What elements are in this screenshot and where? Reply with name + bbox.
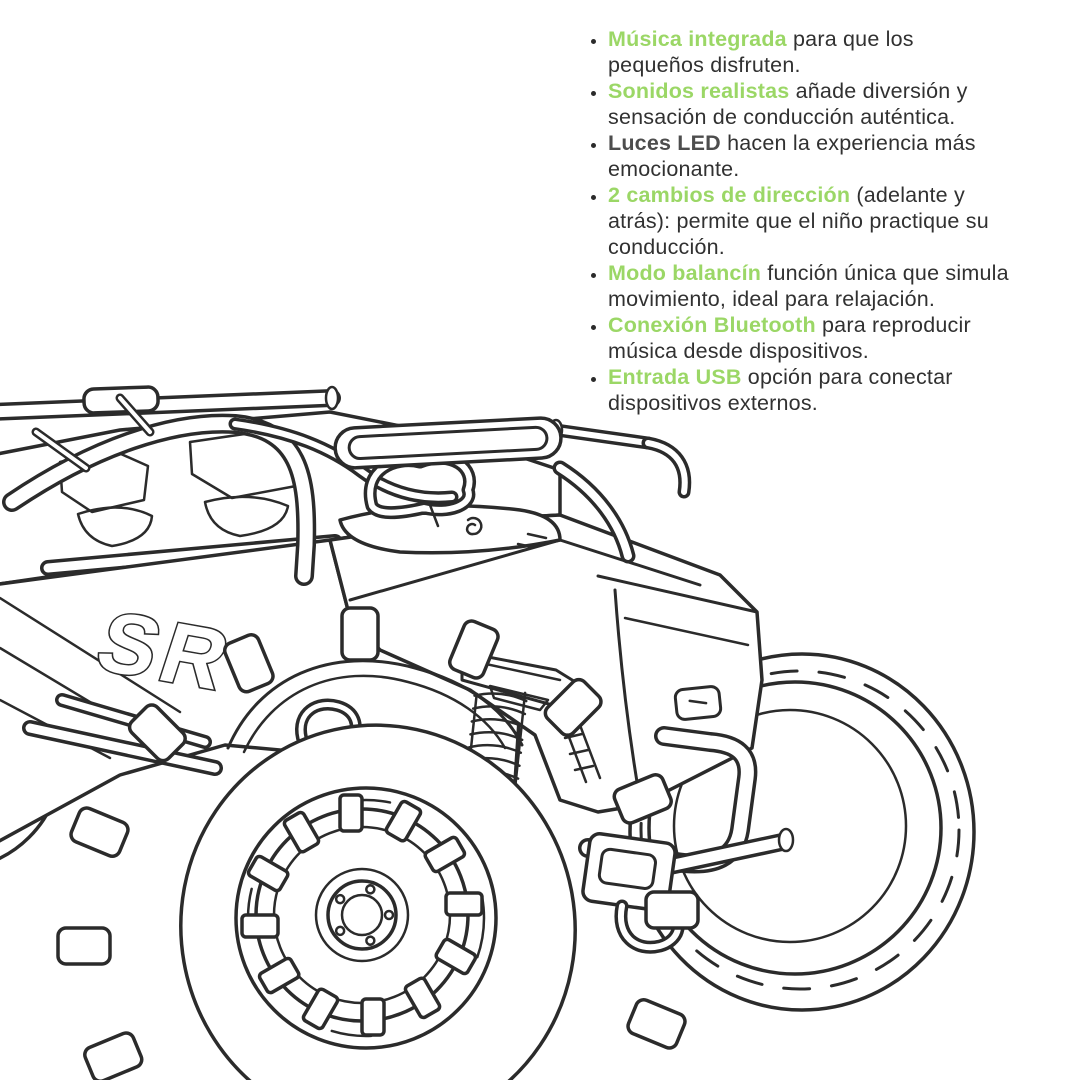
- tread-lug: [543, 677, 603, 737]
- feature-item: Música integrada para que los pequeños d…: [608, 26, 1060, 78]
- tread-lug: [222, 633, 275, 694]
- feature-text: opción para conectar dispositivos extern…: [608, 365, 953, 415]
- feature-list-panel: Música integrada para que los pequeños d…: [578, 26, 1060, 416]
- roll-cage: [0, 385, 692, 586]
- hub-bolt: [365, 935, 376, 946]
- feature-text: función única que simula movimiento, ide…: [608, 261, 1009, 311]
- rim-spoke: [246, 854, 290, 893]
- tread-lug: [448, 619, 500, 680]
- feature-highlight: Modo balancín: [608, 261, 762, 285]
- feature-highlight: Luces LED: [608, 131, 721, 155]
- hub-bolt: [383, 909, 395, 921]
- tread-lug: [83, 1031, 144, 1080]
- feature-highlight: Música integrada: [608, 27, 787, 51]
- tread-lug: [127, 703, 187, 763]
- feature-item: Luces LED hacen la experiencia más emoci…: [608, 130, 1060, 182]
- feature-text: para que los pequeños disfruten.: [608, 27, 914, 77]
- door-panel: SR: [0, 538, 522, 843]
- rim-spoke: [384, 799, 423, 843]
- rim-spoke: [338, 793, 364, 833]
- rim-spoke: [423, 835, 467, 874]
- roof-light-bar: [333, 416, 563, 470]
- feature-highlight: Conexión Bluetooth: [608, 313, 816, 337]
- grille-badge: [673, 685, 723, 721]
- feature-text: para reproducir música desde dispositivo…: [608, 313, 971, 363]
- rim-spoke: [360, 997, 386, 1037]
- feature-highlight: Sonidos realistas: [608, 79, 790, 103]
- hub-bolt: [334, 925, 346, 937]
- hub-bolt: [334, 893, 346, 905]
- feature-text: hacen la experiencia más emocionante.: [608, 131, 976, 181]
- rim-spoke: [434, 937, 478, 976]
- tread-lug: [612, 772, 673, 825]
- feature-item: 2 cambios de dirección (adelante y atrás…: [608, 182, 1060, 260]
- tread-lug: [644, 890, 700, 930]
- feature-item: Sonidos realistas añade diversión y sens…: [608, 78, 1060, 130]
- tread-lug: [626, 998, 687, 1050]
- feature-text: añade diversión y sensación de conducció…: [608, 79, 968, 129]
- feature-item: Modo balancín función única que simula m…: [608, 260, 1060, 312]
- tread-lug: [56, 926, 112, 966]
- rim-spoke: [240, 913, 280, 939]
- feature-highlight: Entrada USB: [608, 365, 742, 389]
- feature-item: Conexión Bluetooth para reproducir músic…: [608, 312, 1060, 364]
- rim-spoke: [301, 987, 340, 1031]
- rim-spoke: [257, 956, 301, 995]
- tread-lug: [69, 806, 130, 858]
- feature-text: (adelante y atrás): permite que el niño …: [608, 183, 989, 259]
- hub-bolt: [365, 884, 376, 895]
- rim-spoke: [282, 810, 321, 854]
- sr-badge-text: SR: [86, 594, 245, 709]
- rim-spoke: [403, 976, 442, 1020]
- left-wheel: [56, 606, 700, 1080]
- tread-lug: [340, 606, 380, 662]
- feature-item: Entrada USB opción para conectar disposi…: [608, 364, 1060, 416]
- feature-highlight: 2 cambios de dirección: [608, 183, 851, 207]
- rim-spoke: [444, 891, 484, 917]
- feature-list: Música integrada para que los pequeños d…: [578, 26, 1060, 416]
